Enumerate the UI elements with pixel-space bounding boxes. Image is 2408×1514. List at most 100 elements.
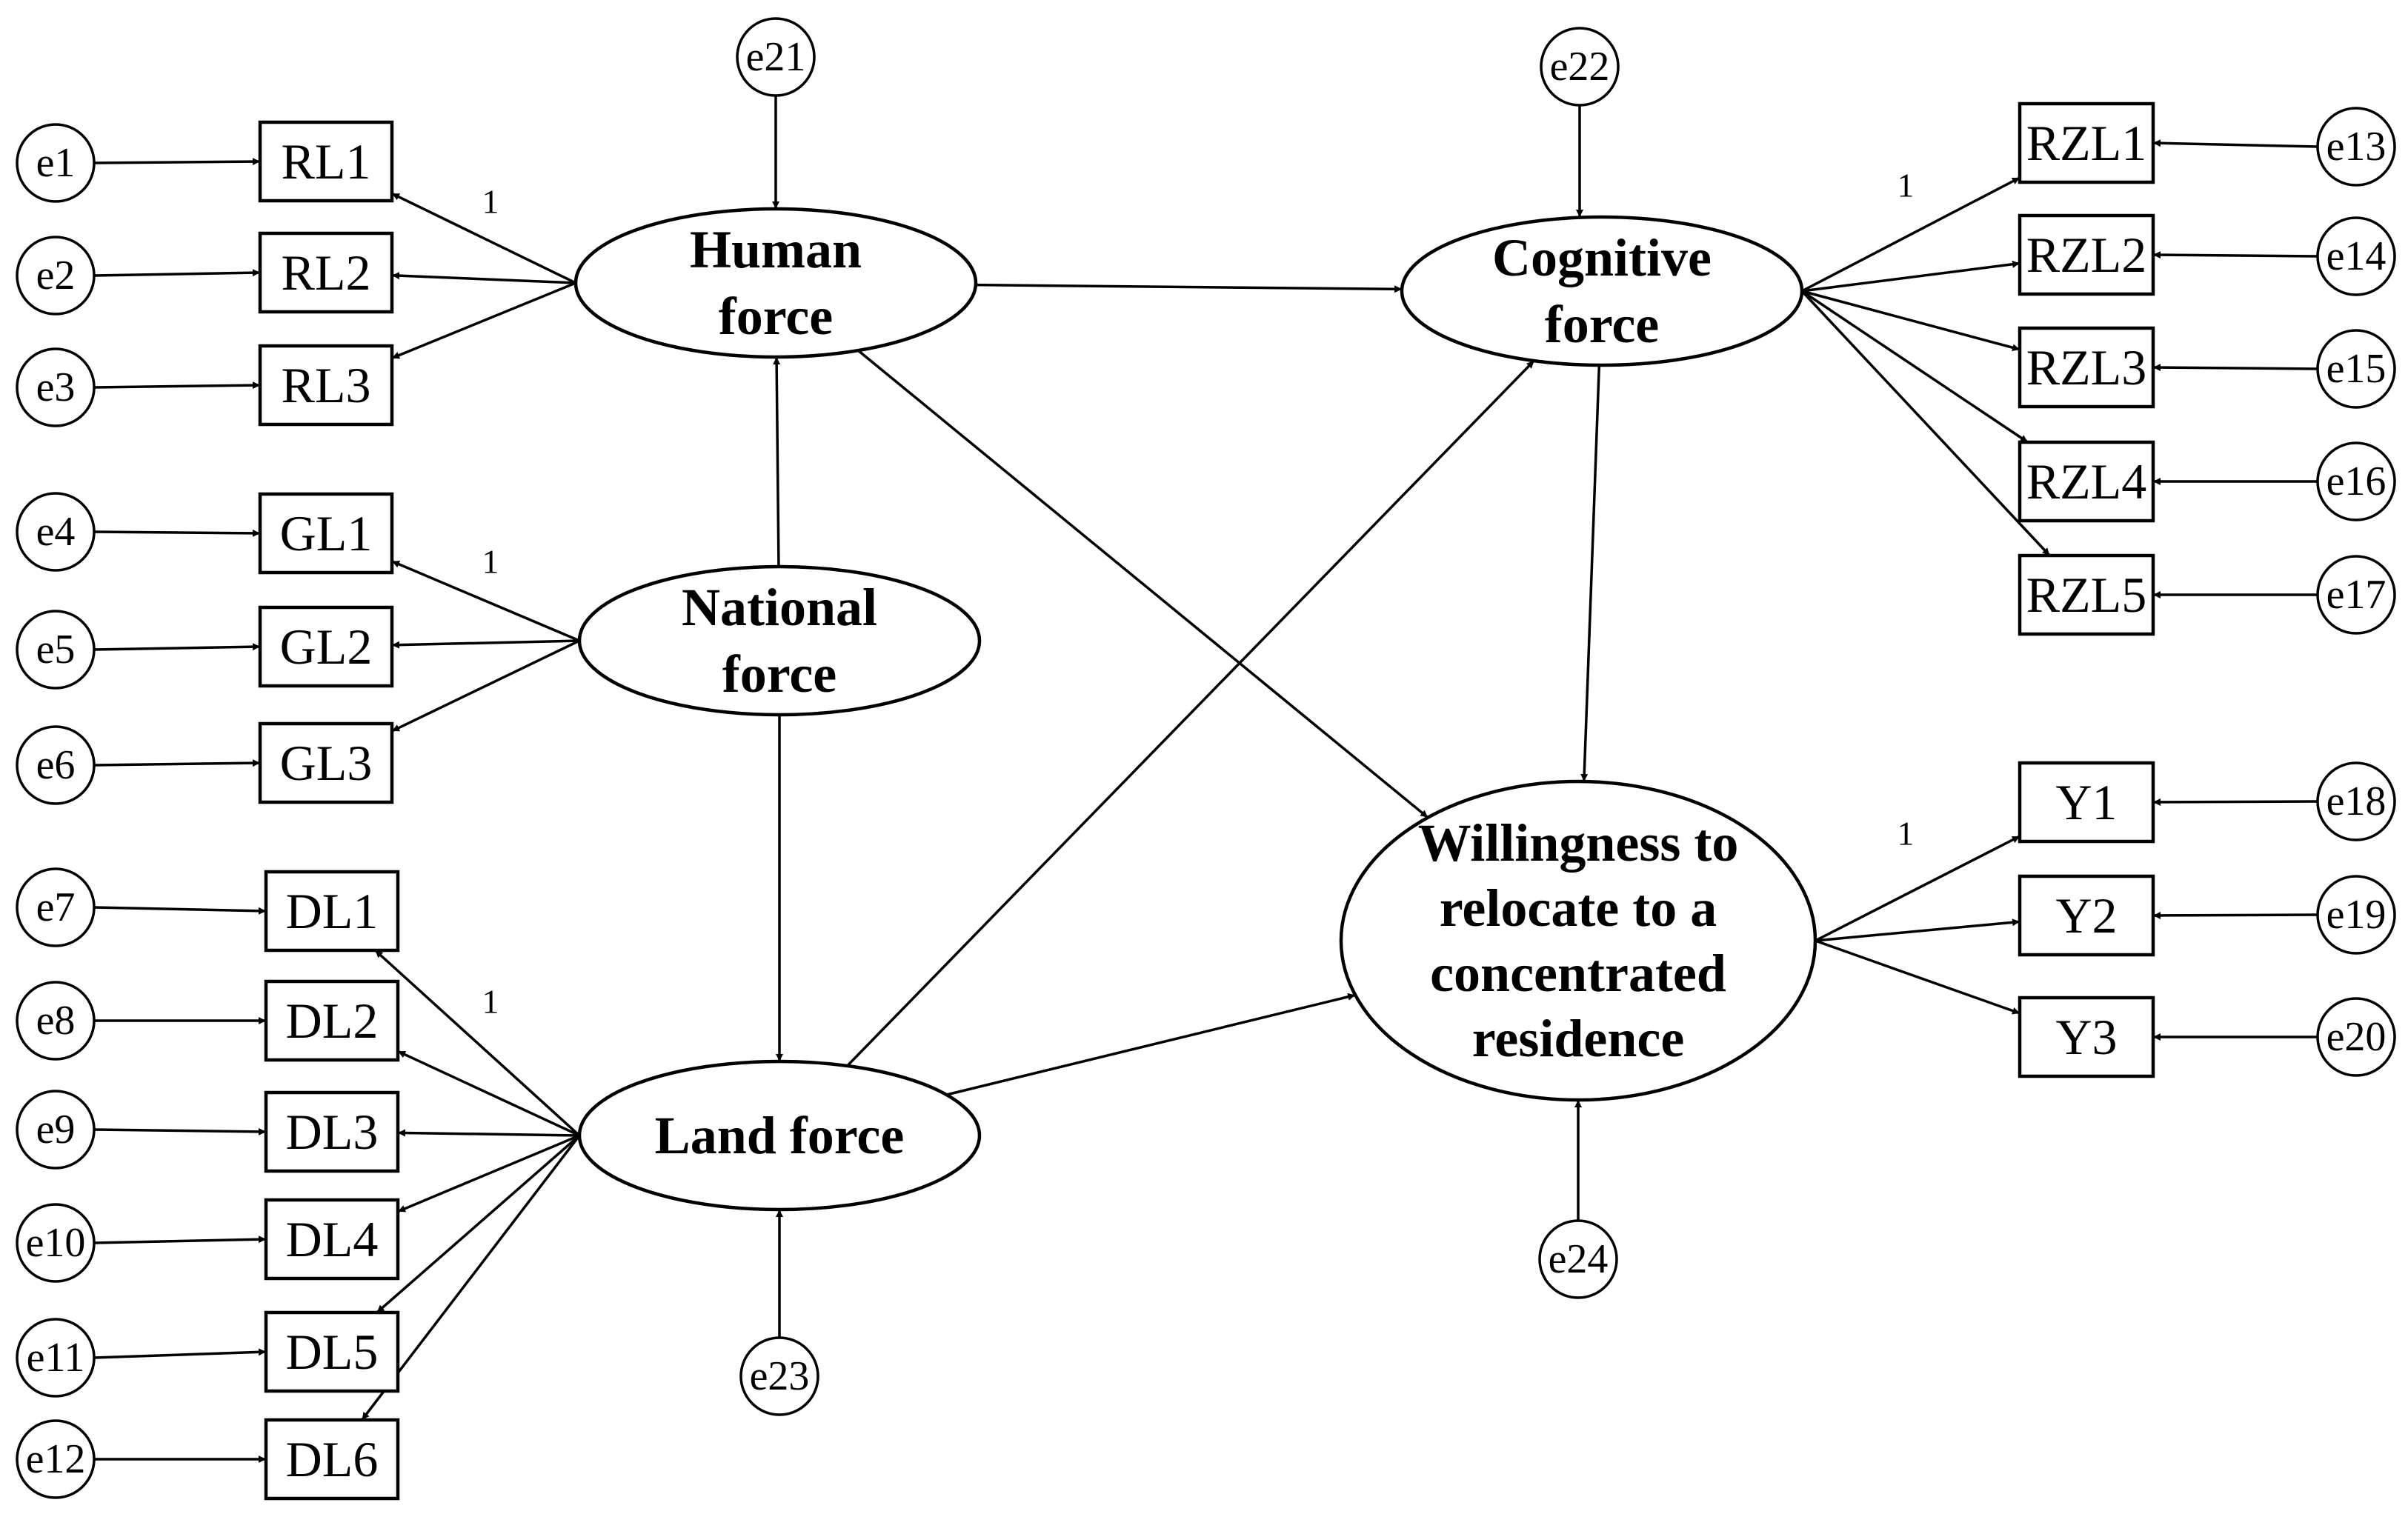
indicator-box [264,1198,400,1281]
loading-land-DL3 [397,1129,580,1137]
indicator-label: GL2 [280,618,373,675]
error-term-label: e20 [2326,1014,2387,1060]
error-term-label: e13 [2326,124,2387,170]
error-term [16,236,96,316]
error-term-label: e9 [36,1107,76,1153]
indicator-box [258,492,394,575]
latent-human [573,207,978,359]
indicator-label: RZL1 [2026,115,2146,171]
error-path-e9 [93,1127,267,1136]
error-term [16,981,96,1061]
error-term-label: e18 [2326,778,2387,824]
latent-error-term [736,17,816,97]
path-national-to-human [773,356,781,567]
latent-cognitive [1400,215,1804,367]
indicator-label: Y3 [2055,1009,2117,1065]
error-term [16,492,96,572]
indicator-box [264,1090,400,1173]
error-path-e7 [93,906,267,915]
indicator-label: DL1 [286,883,379,939]
loading-cognitive-RZL4 [1801,290,2029,444]
indicator-box [264,870,400,953]
latent-willingness [1339,779,1817,1102]
loading-willingness-Y3 [1815,939,2020,1015]
indicator-label: RZL4 [2026,453,2146,510]
error-term [2316,875,2396,955]
loading-cognitive-RZL1 [1801,176,2020,293]
error-term [2316,761,2396,841]
indicator-box [258,344,394,427]
latent-human-label: Human [690,220,862,279]
error-path-e18 [2152,798,2318,806]
latent-land [577,1059,982,1212]
error-path-e3 [93,381,261,390]
loading-land-DL1 [374,949,581,1137]
latent-cognitive-label: Cognitive [1492,228,1712,287]
error-term [2316,107,2396,187]
indicator-box [2018,874,2155,957]
error-path-e6 [93,759,261,767]
error-path-e4 [93,529,261,537]
indicator-label: RL2 [282,244,371,301]
error-term-label: e6 [36,742,76,788]
indicator-label: DL5 [286,1324,379,1380]
path-human-to-willingness [857,349,1429,819]
error-term [2316,555,2396,635]
loading-cognitive-RZL3 [1801,290,2020,352]
latent-willingness-label: concentrated [1430,944,1726,1003]
indicator-label: DL4 [286,1211,379,1267]
error-term [16,1419,96,1499]
path-human-to-cognitive [975,283,1403,293]
latent-error-term [1538,1219,1618,1299]
error-term-label: e17 [2326,572,2387,618]
edges [93,96,2318,1463]
error-path-e5 [93,643,261,651]
error-term [2316,329,2396,409]
loading-land-DL2 [397,1050,580,1137]
latent-error-term-label: e23 [750,1353,810,1399]
indicator-box [2018,440,2155,523]
error-term-label: e1 [36,140,76,186]
indicator-box [264,1418,400,1501]
indicator-label: RL3 [282,357,371,413]
path-land-to-cognitive [846,359,1535,1067]
indicator-label: Y2 [2055,887,2117,944]
error-term [16,347,96,427]
error-path-e1 [93,158,261,166]
indicator-label: GL3 [280,735,373,791]
indicator-box [2018,213,2155,296]
latent-willingness-label: Willingness to [1418,813,1739,873]
error-term-label: e4 [36,509,76,555]
loading-national-GL2 [391,639,580,649]
error-path-e15 [2152,364,2318,372]
loading-land-DL4 [397,1134,580,1213]
path-cognitive-to-willingness [1580,364,1601,782]
indicator-box [258,120,394,203]
indicator-label: RZL3 [2026,339,2146,396]
error-path-e19 [2152,911,2318,919]
error-term [16,123,96,203]
error-term-label: e11 [27,1335,85,1381]
fixed-loading-label: 1 [1898,815,1915,853]
loading-human-RL2 [391,272,576,284]
latent-national [577,564,982,717]
error-term-label: e5 [36,627,76,673]
loading-human-RL3 [391,281,576,360]
loading-national-GL3 [391,639,580,733]
latent-national-label: National [682,578,877,637]
fixed-loading-label: 1 [1898,167,1915,204]
loading-land-DL5 [376,1134,581,1314]
indicator-box [2018,101,2155,184]
error-term-label: e2 [36,253,76,299]
indicator-label: RZL2 [2026,227,2146,283]
loading-cognitive-RZL2 [1801,260,2020,293]
error-path-e11 [93,1348,267,1359]
indicator-box [258,721,394,804]
error-term [16,867,96,947]
error-term-label: e12 [26,1436,86,1482]
indicator-box [264,979,400,1062]
error-term [16,1318,96,1398]
